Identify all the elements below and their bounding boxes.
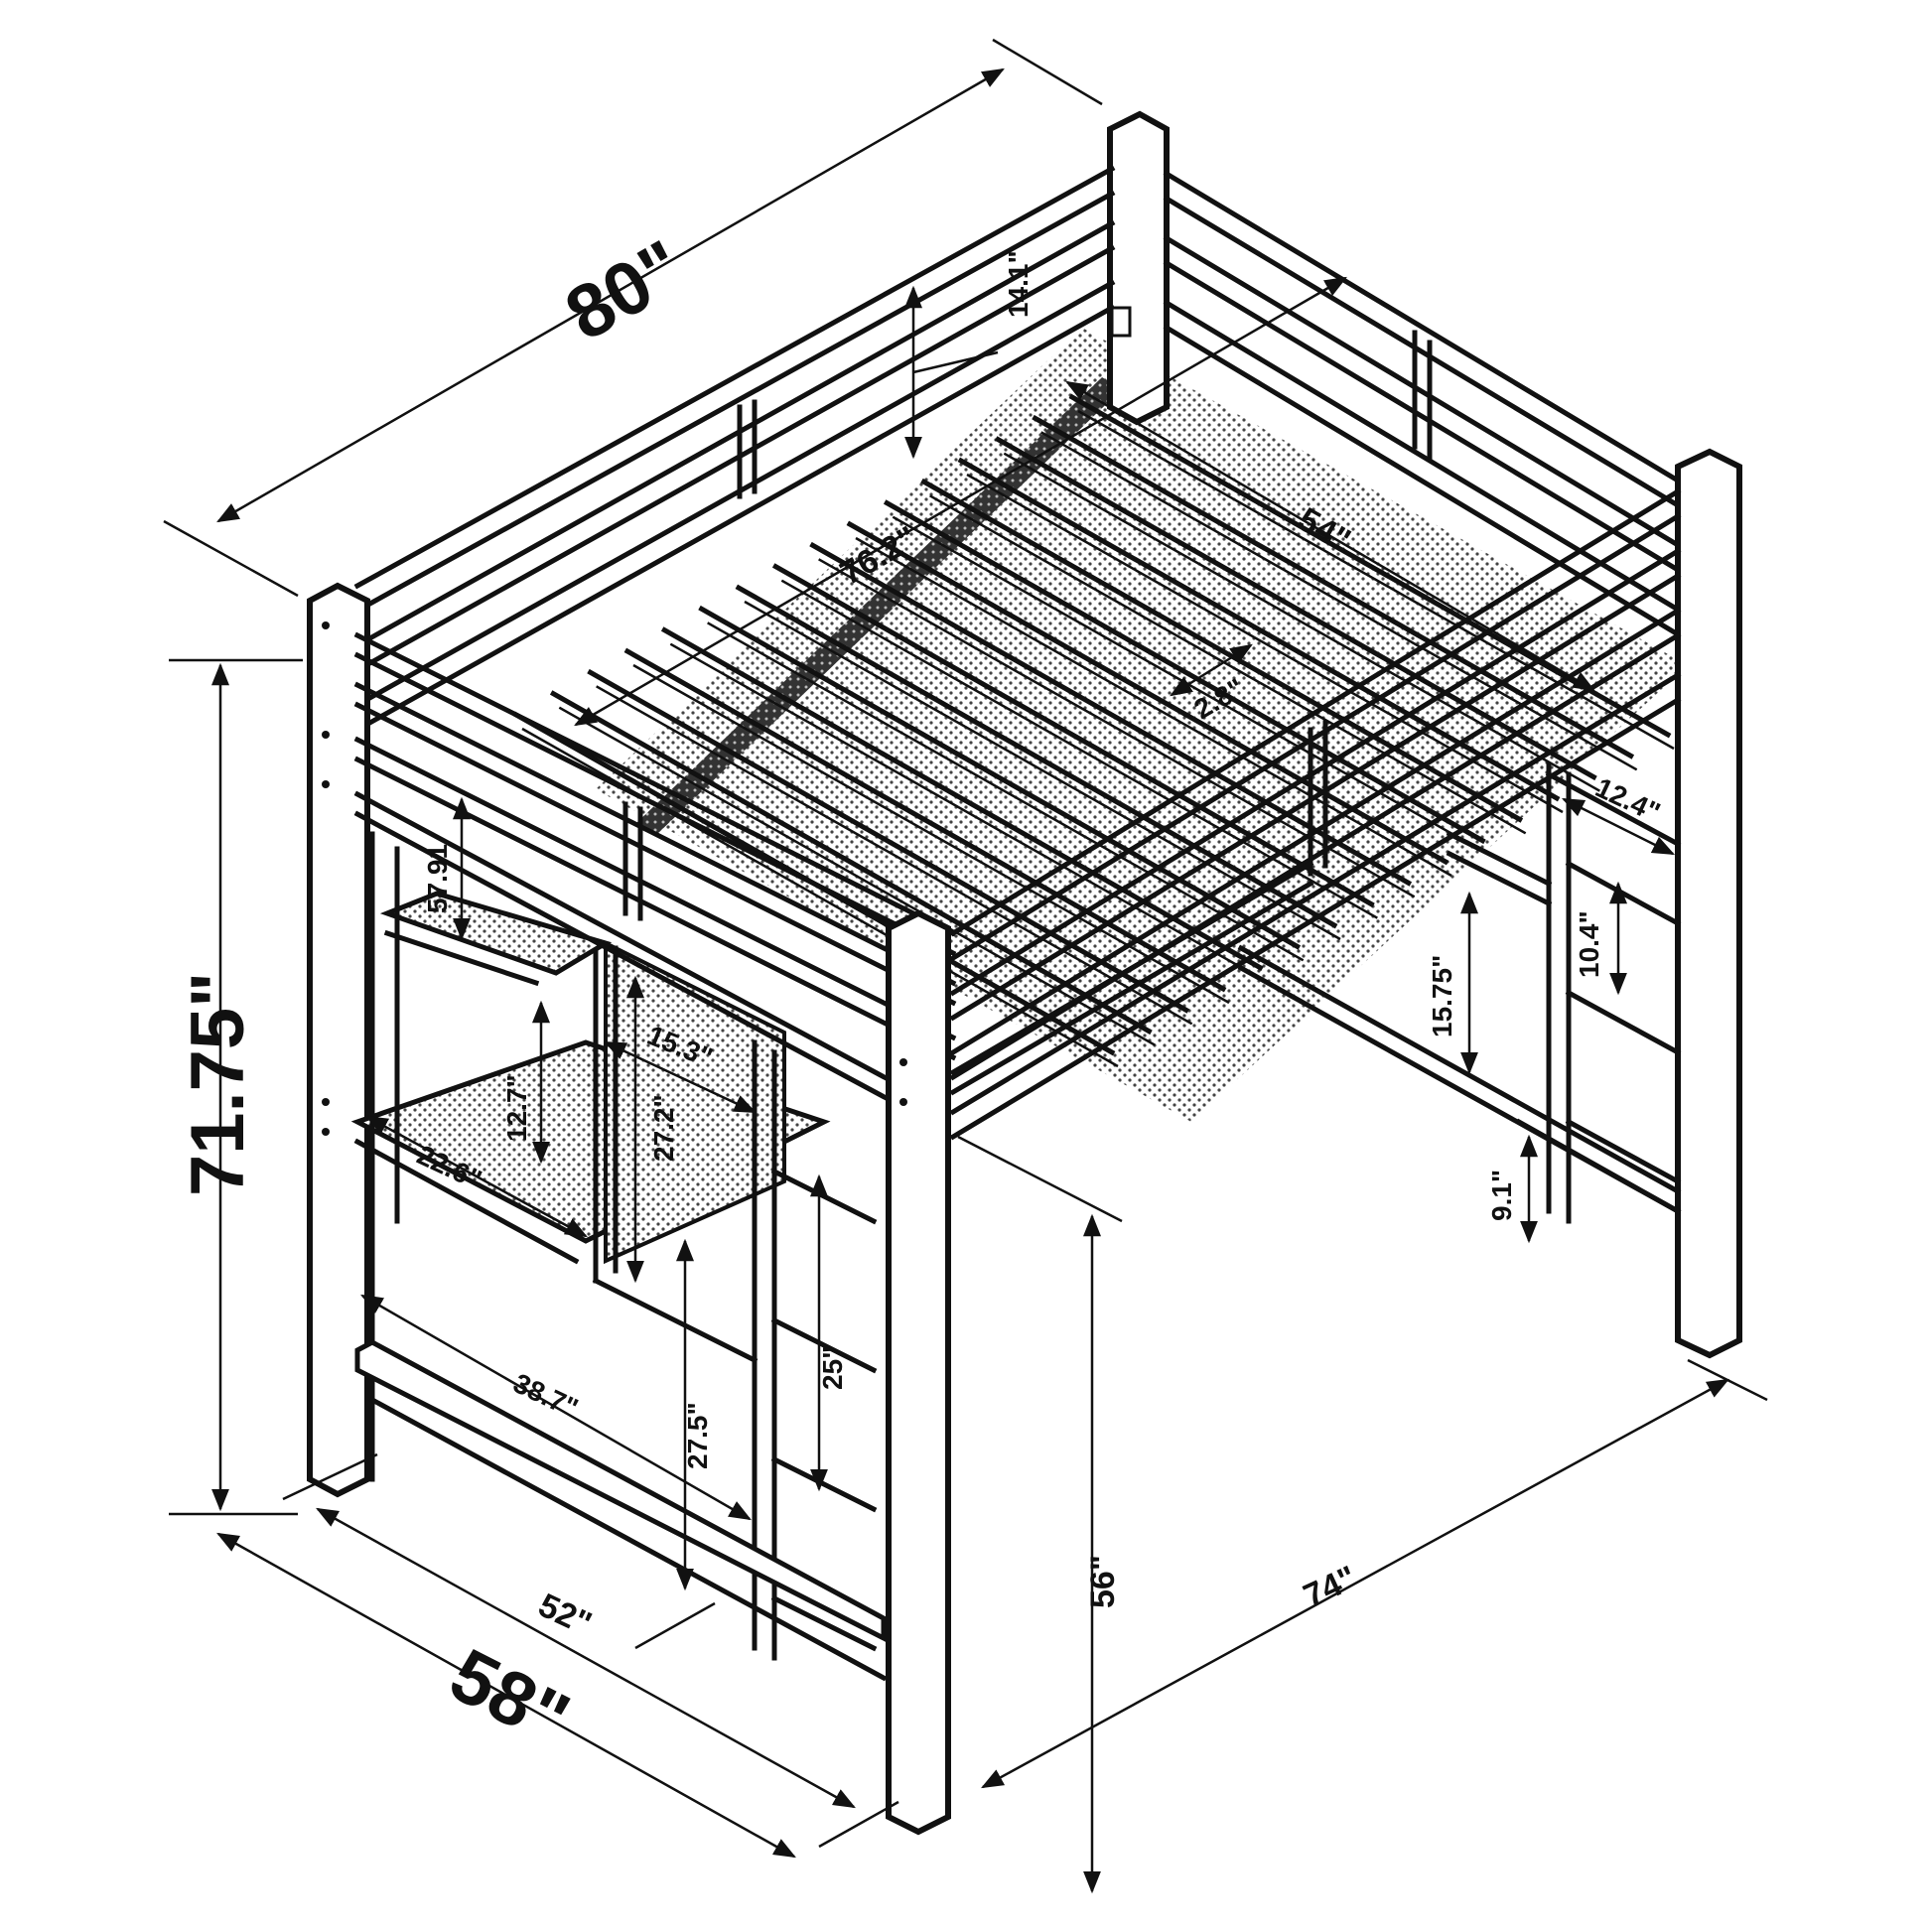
label-desk-width: 38.7": [508, 1367, 583, 1424]
label-ladder-rung-height: 25": [817, 1346, 848, 1390]
ladder: [1237, 448, 1742, 1359]
label-bottom-step: 9.1": [1486, 1170, 1517, 1221]
label-height: 71.75": [176, 972, 260, 1196]
label-upper-shelf-height: 57.91: [422, 844, 453, 913]
label-guardrail-height: 14.1": [1003, 250, 1034, 318]
label-length: 80": [552, 224, 698, 357]
label-desk-clearance-upper: 27.2": [648, 1094, 679, 1162]
label-clearance: 56": [1084, 1555, 1122, 1608]
front-guardrail: [353, 631, 957, 1106]
dimension-lines: [163, 38, 1768, 1894]
label-shelf-spacing: 12.7": [501, 1074, 532, 1142]
right-front-post: [886, 909, 951, 1836]
label-desk-height: 27.5": [682, 1402, 713, 1469]
label-step-spacing: 10.4": [1574, 910, 1604, 978]
slat: [549, 690, 1153, 1035]
label-width: 58": [437, 1632, 582, 1761]
label-floor-length: 74": [1298, 1559, 1362, 1615]
label-rail-gap: 15.75": [1427, 955, 1457, 1037]
slat: [587, 668, 1190, 1014]
